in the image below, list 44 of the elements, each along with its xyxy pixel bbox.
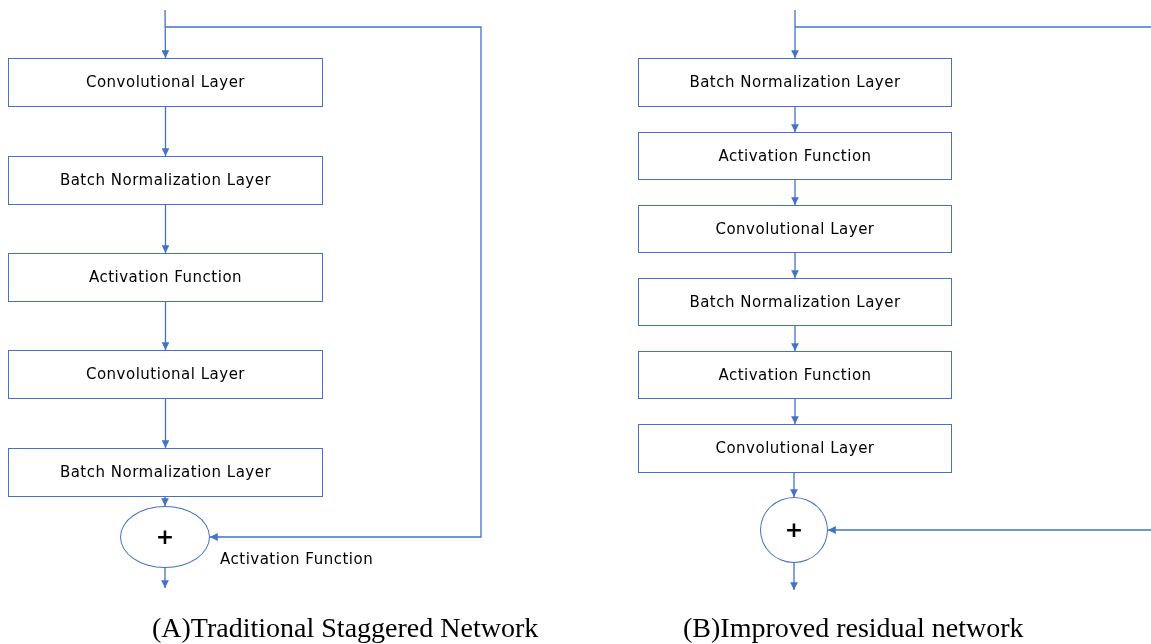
layer-label: Convolutional Layer [715,438,875,460]
layer-label: Batch Normalization Layer [689,72,901,94]
layer-box [8,253,323,302]
layer-box [638,351,952,399]
layer-label: Batch Normalization Layer [59,170,272,192]
node-caption: Activation Function [220,549,374,570]
arrow [790,472,798,498]
plus-sign: + [784,519,804,541]
arrow [791,252,799,279]
layer-box [638,58,952,107]
arrow [161,567,169,589]
layer-box [638,205,952,253]
arrow [791,106,799,133]
arrow [791,325,799,352]
arrow [164,26,482,541]
arrow [827,526,1151,534]
layer-box [8,448,323,497]
layer-label: Convolutional Layer [85,72,246,94]
layer-label: Activation Function [718,364,872,386]
layer-label: Convolutional Layer [715,218,875,240]
layer-label: Activation Function [88,267,243,289]
arrow [791,179,799,206]
arrow [161,204,170,254]
arrow [161,496,169,507]
layer-box [8,58,323,107]
layer-label: Batch Normalization Layer [689,291,901,313]
arrow [791,9,799,59]
layer-label: Convolutional Layer [85,364,246,386]
layer-label: Activation Function [718,145,872,167]
layer-label: Batch Normalization Layer [59,462,272,484]
arrow [161,106,170,157]
layer-box [638,132,952,180]
layer-box [638,278,952,326]
layer-box [8,156,323,205]
arrow [161,9,170,59]
layer-box [8,350,323,399]
arrow [161,398,170,449]
arrow [790,562,798,591]
plus-sign: + [155,526,175,548]
figure-caption: (A)Traditional Staggered Network [152,611,539,644]
arrow [791,398,799,425]
arrow [161,301,170,351]
layer-box [638,424,952,473]
figure-caption: (B)Improved residual network [683,611,1024,644]
